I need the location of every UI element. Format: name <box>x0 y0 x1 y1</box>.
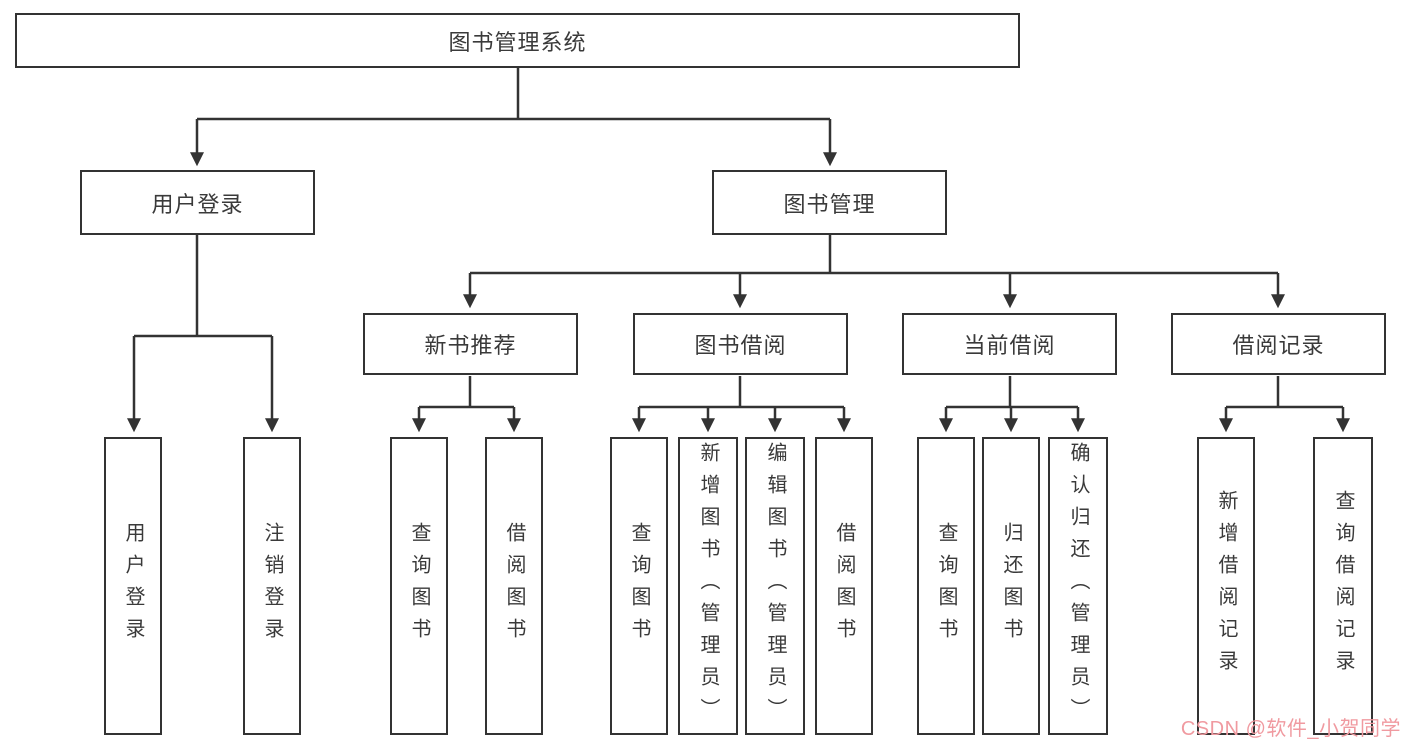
node-leaf-query-borrow-record: 查询借阅记录 <box>1313 437 1373 735</box>
node-book-borrow: 图书借阅 <box>633 313 848 375</box>
node-leaf-add-borrow-record: 新增借阅记录 <box>1197 437 1255 735</box>
node-current-borrow: 当前借阅 <box>902 313 1117 375</box>
node-borrow-records-label: 借阅记录 <box>1232 333 1325 358</box>
node-borrow-records: 借阅记录 <box>1171 313 1386 375</box>
node-leaf-add-book-admin: 新增图书（管理员） <box>678 437 738 735</box>
leaf-label: 编辑图书（管理员） <box>764 442 786 730</box>
node-leaf-logout: 注销登录 <box>243 437 301 735</box>
node-leaf-query-book-borrow: 查询图书 <box>610 437 668 735</box>
node-leaf-borrow-book-recommend: 借阅图书 <box>485 437 543 735</box>
node-leaf-query-book-current: 查询图书 <box>917 437 975 735</box>
node-leaf-borrow-book: 借阅图书 <box>815 437 873 735</box>
leaf-label: 新增借阅记录 <box>1215 490 1237 682</box>
leaf-label: 查询图书 <box>628 522 650 650</box>
csdn-watermark: CSDN @软件_小贺同学 <box>1180 718 1401 740</box>
node-new-book-recommend: 新书推荐 <box>363 313 578 375</box>
node-book-management-label: 图书管理 <box>783 191 876 217</box>
node-leaf-user-login: 用户登录 <box>104 437 162 735</box>
leaf-label: 确认归还（管理员） <box>1067 442 1089 730</box>
leaf-label: 借阅图书 <box>833 522 855 650</box>
node-root-label: 图书管理系统 <box>448 29 587 55</box>
leaf-label: 借阅图书 <box>503 522 525 650</box>
node-current-borrow-label: 当前借阅 <box>963 333 1056 358</box>
node-new-book-recommend-label: 新书推荐 <box>424 333 517 358</box>
node-user-login: 用户登录 <box>80 170 315 235</box>
leaf-label: 查询图书 <box>935 522 957 650</box>
leaf-label: 查询图书 <box>408 522 430 650</box>
leaf-label: 归还图书 <box>1000 522 1022 650</box>
node-book-management: 图书管理 <box>712 170 947 235</box>
node-user-login-label: 用户登录 <box>151 191 244 217</box>
node-leaf-return-book: 归还图书 <box>982 437 1040 735</box>
node-leaf-confirm-return-admin: 确认归还（管理员） <box>1048 437 1108 735</box>
leaf-label: 查询借阅记录 <box>1332 490 1354 682</box>
leaf-label: 新增图书（管理员） <box>697 442 719 730</box>
node-book-borrow-label: 图书借阅 <box>694 333 787 358</box>
node-leaf-edit-book-admin: 编辑图书（管理员） <box>745 437 805 735</box>
leaf-label: 注销登录 <box>261 522 283 650</box>
node-leaf-query-book-recommend: 查询图书 <box>390 437 448 735</box>
leaf-label: 用户登录 <box>122 522 144 650</box>
node-root: 图书管理系统 <box>15 13 1020 68</box>
